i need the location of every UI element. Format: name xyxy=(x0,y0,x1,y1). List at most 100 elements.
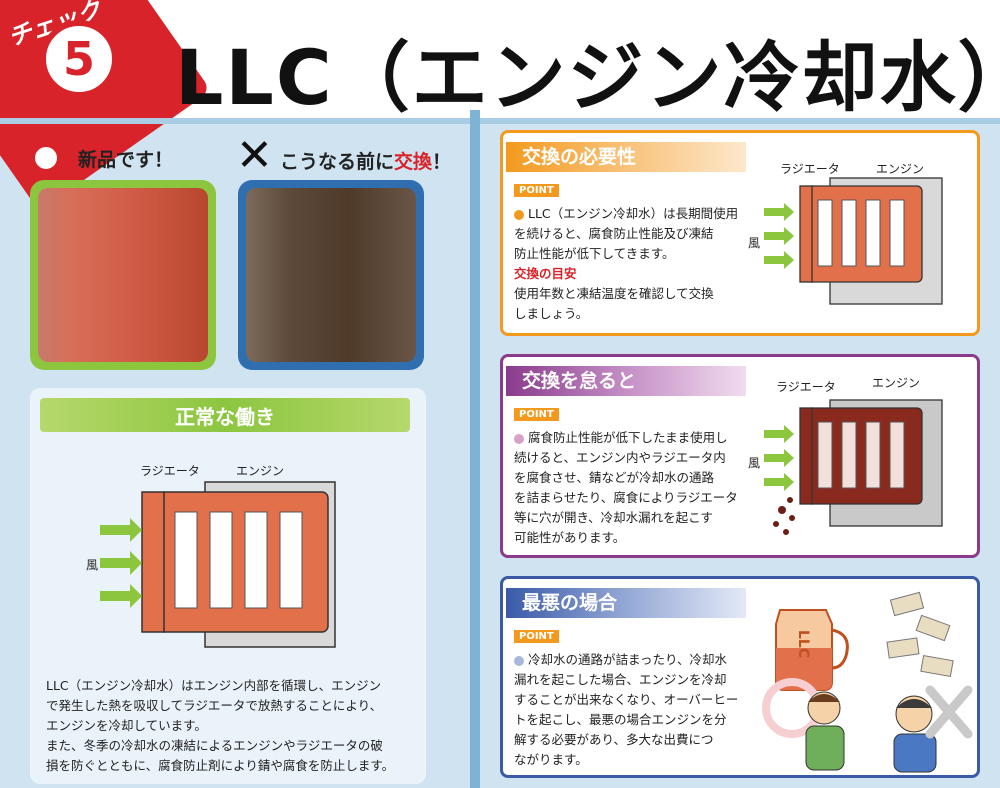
cross-icon: ✕ xyxy=(236,130,273,181)
coolant-channel xyxy=(279,511,303,609)
coolant-channel xyxy=(209,511,233,609)
description-line: エンジンを冷却しています。 xyxy=(46,718,207,733)
section-2-line: を腐食させ、錆などが冷却水の通路 xyxy=(514,470,715,485)
leak-drop xyxy=(773,521,779,527)
description-line: 損を防ぐとともに、腐食防止剤により錆や腐食を防止します。 xyxy=(46,758,395,773)
good-label: 新品です！ xyxy=(78,149,174,171)
money-bill xyxy=(889,591,925,617)
section-2-line: 続けると、エンジン内やラジエータ内 xyxy=(514,450,726,465)
coolant-channel xyxy=(817,199,833,267)
jug-label: LLC xyxy=(795,630,811,659)
radiator-tank xyxy=(799,407,813,505)
section-2-diagram xyxy=(764,399,943,535)
section-1-subhead: 交換の目安 xyxy=(514,266,577,281)
left-wind-label: 風 xyxy=(86,558,99,572)
wind-arrow xyxy=(764,425,794,443)
person-body xyxy=(805,725,845,771)
s1-engine-label: エンジン xyxy=(876,162,925,176)
cross-icon xyxy=(925,685,973,739)
coolant-channel xyxy=(865,421,881,489)
point-badge: POINT xyxy=(514,408,559,421)
section-1-title: 交換の必要性 xyxy=(506,142,746,172)
wind-arrow xyxy=(764,227,794,245)
section-1-subline: しましょう。 xyxy=(514,306,589,321)
leak-drop xyxy=(778,506,786,514)
bullet-icon xyxy=(514,433,524,444)
section-3-line: ながります。 xyxy=(514,752,588,767)
column-divider xyxy=(470,110,480,788)
point-badge: POINT xyxy=(514,184,559,197)
new-fluid-jar xyxy=(38,188,208,362)
coolant-channel xyxy=(817,421,833,489)
bad-label-prefix: こうなる前に xyxy=(280,151,395,173)
s2-engine-label: エンジン xyxy=(872,376,921,390)
section-1-line: LLC（エンジン冷却水）は長期間使用 xyxy=(528,206,739,221)
description-line: LLC（エンジン冷却水）はエンジン内部を循環し、エンジン xyxy=(46,678,382,693)
wind-arrow xyxy=(764,473,794,491)
s1-wind-label: 風 xyxy=(748,236,761,250)
normal-cooling-diagram xyxy=(100,481,336,648)
header-divider xyxy=(0,118,1000,124)
s2-radiator-label: ラジエータ xyxy=(776,380,836,394)
page-title: LLC（エンジン冷却水） xyxy=(175,33,1000,122)
bad-label: こうなる前に交換！ xyxy=(280,147,451,174)
wind-arrow xyxy=(100,518,142,542)
section-3-title: 最悪の場合 xyxy=(506,588,746,618)
person-hair xyxy=(896,699,932,708)
leak-drop xyxy=(787,497,793,503)
section-number: 5 xyxy=(62,32,95,86)
s1-radiator-label: ラジエータ xyxy=(780,162,840,176)
money-bill xyxy=(886,637,920,659)
description-line: また、冬季の冷却水の凍結によるエンジンやラジエータの破 xyxy=(46,738,383,753)
person-hair xyxy=(808,694,840,702)
wind-arrow xyxy=(100,551,142,575)
wind-arrow xyxy=(764,449,794,467)
section-2-line: 可能性があります。 xyxy=(514,530,626,545)
coolant-channel xyxy=(865,199,881,267)
section-1-subline: 使用年数と凍結温度を確認して交換 xyxy=(514,286,714,301)
coolant-channel xyxy=(841,421,857,489)
money-bill xyxy=(920,654,954,678)
section-1-line: を続けると、腐食防止性能及び凍結 xyxy=(514,226,714,241)
s2-wind-label: 風 xyxy=(748,456,761,470)
radiator-tank xyxy=(799,185,813,283)
section-2-text: 腐食防止性能が低下したまま使用し 続けると、エンジン内やラジエータ内 を腐食させ… xyxy=(514,428,754,548)
normal-title: 正常な働き xyxy=(175,404,275,429)
section-number-badge: 5 xyxy=(40,20,118,98)
section-3-line: 冷却水の通路が詰まったり、冷却水 xyxy=(528,652,728,667)
bad-label-suffix: ！ xyxy=(432,151,452,173)
wind-arrow xyxy=(764,251,794,269)
left-engine-label: エンジン xyxy=(236,464,285,478)
leak-drop xyxy=(783,529,789,535)
wind-arrow xyxy=(764,203,794,221)
ok-circle-icon xyxy=(28,140,64,176)
description-line: で発生した熱を吸収してラジエータで放熱することにより、 xyxy=(46,698,383,713)
coolant-channel xyxy=(889,199,905,267)
section-2-line: 腐食防止性能が低下したまま使用し xyxy=(528,430,728,445)
section-3-text: 冷却水の通路が詰まったり、冷却水 漏れを起こした場合、エンジンを冷却 することが… xyxy=(514,650,754,770)
section-3-line: トを起こし、最悪の場合エンジンを分 xyxy=(514,712,727,727)
coolant-channel xyxy=(889,421,905,489)
section-1-text: LLC（エンジン冷却水）は長期間使用 を続けると、腐食防止性能及び凍結 防止性能… xyxy=(514,204,744,324)
coolant-channel xyxy=(174,511,198,609)
section-1-line: 防止性能が低下してきます。 xyxy=(514,246,675,261)
coolant-channel xyxy=(244,511,268,609)
jug-handle xyxy=(831,628,849,670)
point-badge: POINT xyxy=(514,630,559,643)
worst-case-illustration xyxy=(762,591,973,773)
section-1-diagram xyxy=(764,177,943,305)
normal-description: LLC（エンジン冷却水）はエンジン内部を循環し、エンジン で発生した熱を吸収して… xyxy=(46,676,416,776)
coolant-channel xyxy=(841,199,857,267)
radiator-tank xyxy=(141,491,165,633)
left-radiator-label: ラジエータ xyxy=(140,464,200,478)
wind-arrow xyxy=(100,584,142,608)
section-3-line: することが出来なくなり、オーバーヒー xyxy=(514,692,739,707)
section-2-line: 等に穴が開き、冷却水漏れを起こす xyxy=(514,510,713,525)
person-body xyxy=(893,733,937,773)
section-3-line: 漏れを起こした場合、エンジンを冷却 xyxy=(514,672,727,687)
normal-title-bar: 正常な働き xyxy=(40,398,410,432)
section-2-title: 交換を怠ると xyxy=(506,366,746,396)
bad-label-emph: 交換 xyxy=(394,151,433,173)
money-bill xyxy=(915,614,951,642)
used-fluid-photo xyxy=(238,180,424,370)
